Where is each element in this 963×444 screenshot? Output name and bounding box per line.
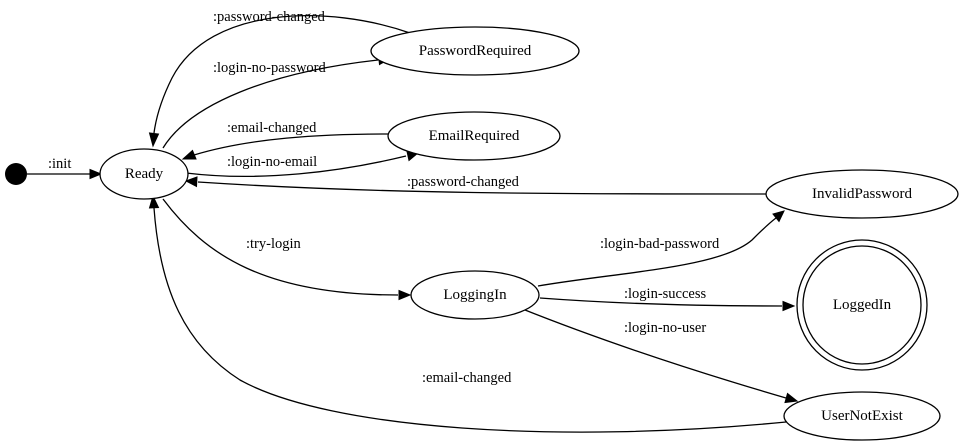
edge-invalid-password-to-ready: :password-changed [184, 174, 768, 195]
edge-ready-to-logging-in: :try-login [162, 198, 412, 301]
state-ready: Ready [99, 148, 189, 200]
state-logging-in: LoggingIn [410, 270, 540, 320]
edge-logging-in-to-user-not-exist: :login-no-user [519, 307, 799, 404]
edge-init: :init [27, 156, 103, 180]
state-user-not-exist: UserNotExist [783, 391, 941, 441]
edge-label-init: :init [48, 156, 71, 172]
state-label-ready: Ready [125, 166, 164, 182]
state-label-logging-in: LoggingIn [443, 287, 507, 303]
state-label-logged-in: LoggedIn [833, 297, 892, 313]
edge-password-required-to-ready: :password-changed [148, 9, 411, 148]
initial-state [5, 163, 27, 185]
edge-label-pw-changed-right: :password-changed [407, 174, 520, 190]
edge-label-email-changed-mid: :email-changed [227, 120, 317, 136]
edge-label-login-bad-password: :login-bad-password [600, 236, 720, 252]
edge-logging-in-to-invalid-password: :login-bad-password [537, 210, 785, 287]
state-password-required: PasswordRequired [370, 26, 580, 76]
state-email-required: EmailRequired [387, 111, 561, 161]
state-label-email-required: EmailRequired [429, 128, 520, 144]
state-label-user-not-exist: UserNotExist [821, 408, 903, 424]
state-invalid-password: InvalidPassword [765, 169, 959, 219]
edge-label-login-no-email: :login-no-email [227, 154, 317, 170]
edge-logging-in-to-logged-in: :login-success [539, 286, 796, 312]
state-label-password-required: PasswordRequired [419, 43, 532, 59]
state-label-invalid-password: InvalidPassword [812, 186, 912, 202]
edge-label-login-no-password: :login-no-password [213, 60, 327, 76]
edge-user-not-exist-to-ready: :email-changed [148, 194, 787, 433]
edge-label-login-no-user: :login-no-user [624, 320, 706, 336]
state-logged-in: LoggedIn [796, 239, 928, 371]
edge-label-email-changed-bottom: :email-changed [422, 370, 512, 386]
edge-label-try-login: :try-login [246, 236, 302, 252]
edge-label-pw-changed-top: :password-changed [213, 9, 326, 25]
edge-email-required-to-ready: :email-changed [181, 120, 389, 160]
edge-label-login-success: :login-success [624, 286, 707, 302]
edge-ready-to-email-required: :login-no-email [185, 150, 420, 178]
